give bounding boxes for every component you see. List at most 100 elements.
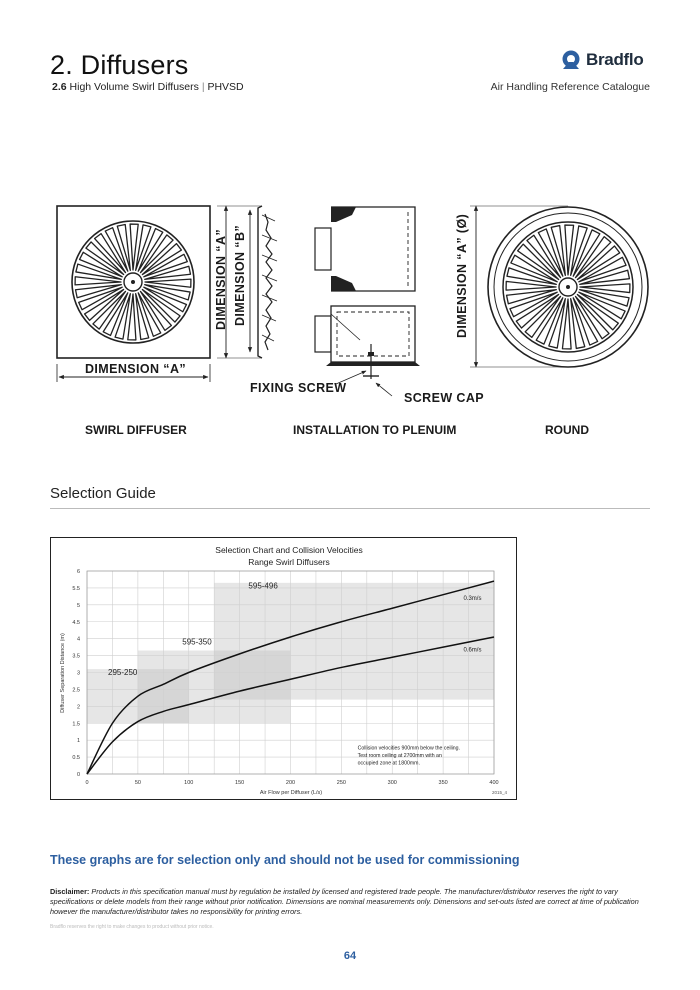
series-line (86, 580, 495, 775)
size-range-box (214, 582, 494, 700)
brand-logo: Bradflo (560, 49, 644, 71)
dimension-a-label: DIMENSION “A” (85, 362, 187, 376)
size-range-label: 595-350 (182, 637, 212, 646)
swirl-blade (74, 276, 122, 286)
swirl-blade (515, 293, 560, 329)
plenum-installation-drawing (314, 206, 420, 397)
swirl-blade (129, 223, 139, 271)
x-tick-label: 100 (184, 780, 193, 786)
catalogue-name: Air Handling Reference Catalogue (490, 81, 650, 93)
swirl-blade (506, 267, 557, 285)
page-title: 2. Diffusers (50, 50, 189, 80)
chart-note-line: occupied zone at 1800mm. (358, 761, 420, 767)
swirl-blade (144, 278, 192, 288)
size-range-label: 295-250 (108, 668, 138, 677)
swirl-blade (144, 284, 191, 301)
x-tick-label: 350 (439, 780, 448, 786)
swirl-blades-round (505, 224, 631, 350)
chart-note-line: Collision velocities 900mm below the cei… (358, 746, 460, 752)
x-tick-label: 200 (286, 780, 295, 786)
disclaimer-label: Disclaimer: (50, 887, 90, 896)
swirl-blade (114, 293, 131, 340)
plot-area (86, 570, 495, 775)
swirl-blade (509, 291, 558, 318)
swirl-blade (517, 243, 560, 281)
swirl-blade (548, 298, 566, 349)
y-tick-label: 0 (77, 772, 80, 778)
swirl-blade (570, 298, 586, 350)
swirl-blade (143, 253, 188, 278)
swirl-blade (574, 236, 612, 279)
swirl-blade (572, 229, 601, 277)
series-line (86, 636, 495, 775)
disclaimer: Disclaimer: Products in this specificati… (50, 887, 650, 917)
swirl-blade (78, 286, 123, 311)
section-divider (50, 508, 650, 509)
swirl-blade (141, 242, 183, 276)
bradflo-logo-icon (562, 50, 580, 69)
subtitle-separator: | (201, 81, 205, 93)
y-tick-label: 2.5 (72, 687, 80, 693)
swirl-blade (537, 228, 564, 277)
y-tick-label: 1.5 (72, 721, 80, 727)
swirl-blade (144, 265, 192, 280)
y-tick-label: 6 (77, 569, 80, 575)
dimension-a-diameter-label: DIMENSION “A” (Ø) (455, 213, 469, 338)
chart-note-line: Test room ceiling at 2700mm with an (358, 753, 442, 759)
swirl-blade (574, 295, 610, 340)
swirl-blade (524, 295, 562, 338)
swirl-blade (137, 292, 162, 337)
x-tick-label: 150 (235, 780, 244, 786)
swirl-blade (75, 263, 122, 280)
caption-swirl-diffuser: SWIRL DIFFUSER (85, 423, 187, 437)
y-tick-label: 4 (77, 637, 80, 643)
screw-cap-label: SCREW CAP (404, 391, 484, 405)
size-range-label: 595-496 (248, 582, 278, 591)
swirl-blade (576, 293, 619, 331)
y-tick-label: 4.5 (72, 620, 80, 626)
series-label: 0.6m/s (463, 648, 481, 654)
swirl-blade (93, 232, 127, 274)
swirl-blade (505, 289, 557, 305)
swirl-blade (505, 280, 557, 291)
swirl-blade (143, 286, 188, 313)
fixing-screw-label: FIXING SCREW (250, 381, 347, 395)
x-tick-label: 0 (85, 780, 88, 786)
y-tick-label: 2 (77, 704, 80, 710)
product-code: PHVSD (207, 81, 244, 93)
disclaimer-text: Products in this specification manual mu… (50, 887, 639, 916)
swirl-blade (83, 288, 125, 322)
swirl-blade (550, 224, 566, 276)
swirl-blade (579, 289, 630, 307)
brand-name: Bradflo (586, 50, 644, 69)
caption-installation: INSTALLATION TO PLENUIM (293, 423, 457, 437)
y-tick-label: 5.5 (72, 586, 80, 592)
swirl-blade (102, 292, 129, 337)
swirl-blade (92, 290, 127, 330)
series-label: 0.3m/s (463, 596, 481, 602)
y-tick-label: 3.5 (72, 654, 80, 660)
page-number: 64 (343, 950, 357, 962)
swirl-blade (139, 234, 174, 274)
swirl-blade (579, 283, 631, 294)
swirl-blade (85, 241, 125, 276)
x-tick-label: 50 (135, 780, 141, 786)
swirl-blade (137, 227, 164, 272)
swirl-blade (570, 225, 588, 276)
footnote: Bradflo reserves the right to make chang… (50, 924, 214, 930)
dimension-a-vertical-label: DIMENSION “A” (214, 228, 228, 330)
swirl-diffuser-drawing (56, 205, 211, 382)
side-profile-drawing (217, 205, 278, 359)
selection-guide-heading: Selection Guide (50, 485, 156, 502)
swirl-blade (78, 251, 123, 278)
x-tick-label: 250 (337, 780, 346, 786)
swirl-blades-square (74, 223, 192, 341)
chart-title: Selection Chart and Collision Velocities (215, 545, 362, 555)
y-tick-label: 5 (77, 603, 80, 609)
chart-subtitle: Range Swirl Diffusers (248, 557, 330, 567)
swirl-blade (141, 288, 181, 323)
swirl-blade (74, 284, 122, 299)
round-diffuser-drawing (470, 205, 649, 368)
x-tick-label: 300 (388, 780, 397, 786)
dimension-b-label: DIMENSION “B” (233, 224, 247, 326)
